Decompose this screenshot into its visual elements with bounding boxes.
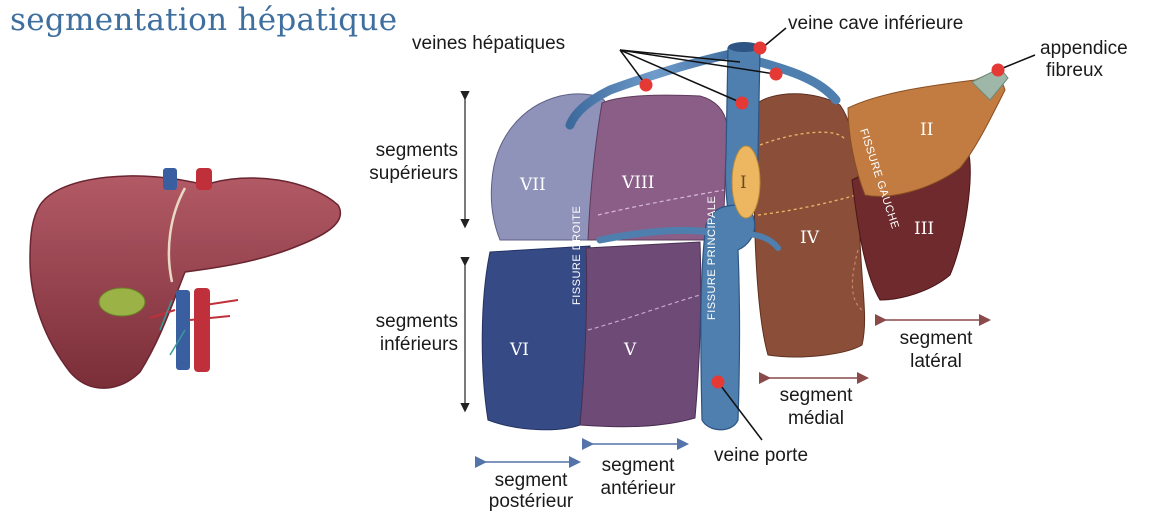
label-seg-medial-line2: médial [766, 408, 866, 430]
gallbladder [99, 288, 145, 316]
label-seg-sup-line2: supérieurs [352, 163, 458, 185]
aorta-top [196, 168, 212, 190]
label-seg-ant-line1: segment [583, 455, 693, 477]
label-appendice-line2: fibreux [1046, 60, 1103, 82]
marker-portal-vein [712, 376, 725, 389]
segment-VI-label: VI [509, 340, 529, 360]
segment-VIII-label: VIII [621, 173, 654, 193]
label-veines-hepatiques: veines hépatiques [412, 33, 565, 55]
segment-V [580, 242, 701, 427]
label-seg-medial-line1: segment [766, 385, 866, 407]
marker-right-hepatic-vein [640, 79, 653, 92]
fissure-droite-label: FISSURE DROITE [571, 206, 583, 305]
label-appendice-line1: appendice [1040, 38, 1128, 60]
liver-overview [30, 168, 340, 388]
marker-left-hepatic-vein [770, 68, 783, 81]
label-seg-ant-line2: antérieur [583, 478, 693, 500]
label-veine-cave: veine cave inférieure [788, 13, 963, 35]
segment-V-label: V [623, 340, 637, 360]
label-seg-inf-line1: segments [352, 311, 458, 333]
segment-III-label: III [914, 219, 934, 239]
label-veine-porte: veine porte [714, 445, 808, 467]
marker-appendix [992, 64, 1005, 77]
label-seg-lateral-line2: latéral [884, 351, 988, 373]
label-seg-post-line2: postérieur [476, 491, 586, 513]
segment-VII-label: VII [519, 175, 546, 195]
vena-cava-top [163, 168, 177, 190]
label-seg-post-line1: segment [476, 470, 586, 492]
segment-II-label: II [920, 120, 933, 140]
marker-vena-cava [754, 42, 767, 55]
vena-cava-bottom [176, 290, 190, 370]
label-seg-inf-line2: inférieurs [352, 334, 458, 356]
segment-I-label: I [740, 173, 747, 193]
segment-IV-label: IV [800, 228, 820, 248]
marker-middle-hepatic-vein [736, 97, 749, 110]
fissure-principale-label: FISSURE PRINCIPALE [706, 196, 718, 320]
aorta-bottom [194, 288, 210, 372]
label-seg-sup-line1: segments [352, 140, 458, 162]
label-seg-lateral-line1: segment [884, 328, 988, 350]
